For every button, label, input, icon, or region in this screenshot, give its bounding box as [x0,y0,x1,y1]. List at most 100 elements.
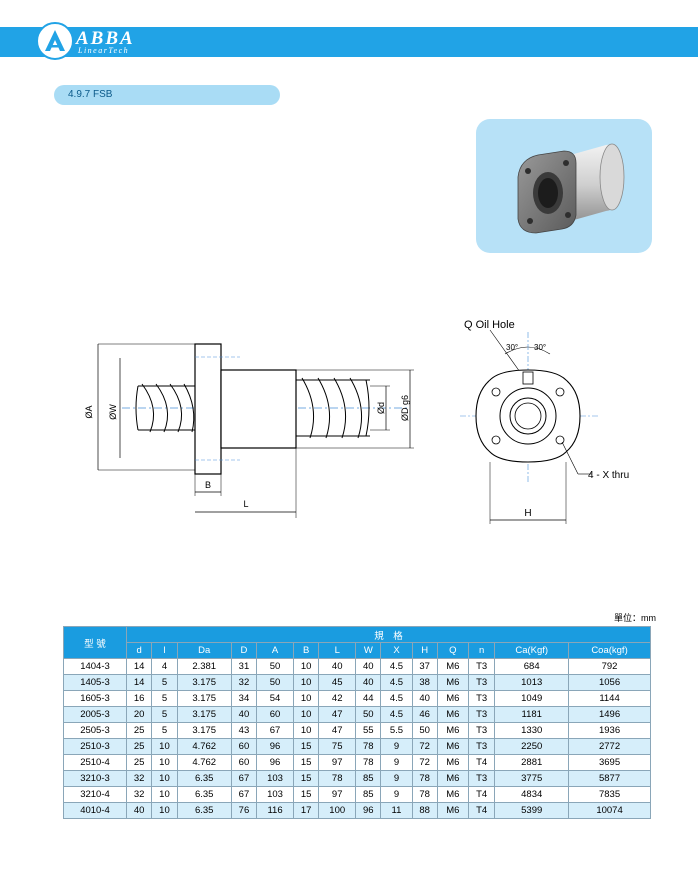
model-cell: 2510-4 [63,754,127,771]
table-cell: 2250 [494,738,570,755]
table-cell: 16 [125,690,153,707]
table-cell: 1496 [568,706,651,723]
angle-left-label: 30° [506,343,518,352]
table-cell: T3 [467,706,496,723]
model-cell: 3210-4 [63,786,127,803]
table-cell: 2.381 [176,658,232,675]
table-cell: 76 [230,802,258,819]
table-cell: 11 [380,802,413,819]
unit-label: 單位：mm [614,613,656,623]
table-cell: 1936 [568,722,651,739]
model-cell: 1405-3 [63,674,127,691]
column-header: l [151,642,178,659]
column-header: L [318,642,357,659]
table-cell: 67 [256,722,294,739]
table-cell: 40 [355,658,382,675]
table-cell: M6 [436,786,469,803]
table-cell: 85 [355,770,382,787]
table-cell: 40 [230,706,258,723]
table-cell: 45 [318,674,357,691]
table-cell: T3 [467,722,496,739]
table-cell: 5399 [494,802,570,819]
column-header: Ca(Kgf) [494,642,570,659]
table-cell: 9 [380,786,413,803]
table-cell: 9 [380,738,413,755]
table-cell: 75 [318,738,357,755]
table-cell: T3 [467,738,496,755]
table-cell: T3 [467,674,496,691]
dim-d-label: Ød [376,402,386,414]
column-header: D [230,642,258,659]
table-cell: 116 [256,802,294,819]
table-cell: 97 [318,754,357,771]
angle-right-label: 30° [534,343,546,352]
table-cell: T3 [467,770,496,787]
table-cell: 6.35 [176,786,232,803]
technical-drawing: ØA ØW Ød ØD g6 B L Q Oil Hole 30° 30° [80,312,680,532]
table-cell: 1056 [568,674,651,691]
table-cell: 96 [355,802,382,819]
table-cell: 40 [411,690,438,707]
table-cell: 10 [151,770,178,787]
table-cell: M6 [436,754,469,771]
table-cell: 10 [151,802,178,819]
dim-b-label: B [205,480,211,490]
table-cell: 6.35 [176,802,232,819]
table-cell: 34 [230,690,258,707]
table-cell: 10074 [568,802,651,819]
table-cell: M6 [436,674,469,691]
table-cell: T4 [467,754,496,771]
table-cell: 67 [230,770,258,787]
table-cell: 1330 [494,722,570,739]
column-header: n [467,642,496,659]
table-cell: 3695 [568,754,651,771]
table-cell: 38 [411,674,438,691]
table-cell: 2772 [568,738,651,755]
table-cell: 47 [318,722,357,739]
table-cell: 4.5 [380,674,413,691]
dim-dg6-label: ØD g6 [400,395,410,421]
model-cell: 2505-3 [63,722,127,739]
table-cell: 60 [256,706,294,723]
table-cell: 78 [318,770,357,787]
table-cell: 5.5 [380,722,413,739]
table-cell: 54 [256,690,294,707]
table-cell: 10 [292,706,320,723]
table-cell: T3 [467,658,496,675]
table-cell: 1049 [494,690,570,707]
table-cell: 32 [230,674,258,691]
table-cell: M6 [436,690,469,707]
table-cell: 25 [125,738,153,755]
model-cell: 1404-3 [63,658,127,675]
column-header: H [411,642,438,659]
table-cell: T4 [467,802,496,819]
table-cell: 10 [292,722,320,739]
brand-logo: ABBA LinearTech [36,22,246,62]
table-cell: 5877 [568,770,651,787]
table-cell: 4.762 [176,738,232,755]
table-cell: 50 [355,706,382,723]
table-cell: 15 [292,786,320,803]
thru-hole-label: 4 - X thru [588,470,629,481]
table-cell: 9 [380,754,413,771]
table-cell: 4834 [494,786,570,803]
table-cell: 17 [292,802,320,819]
table-cell: 50 [256,658,294,675]
section-heading: 4.9.7 FSB [54,85,280,105]
header-bar [0,27,698,57]
column-header: W [355,642,382,659]
table-cell: 32 [125,770,153,787]
table-cell: 4.5 [380,706,413,723]
table-cell: 10 [151,738,178,755]
table-cell: 4.5 [380,690,413,707]
table-cell: 55 [355,722,382,739]
table-cell: 1181 [494,706,570,723]
table-cell: 88 [411,802,438,819]
table-cell: 4 [151,658,178,675]
